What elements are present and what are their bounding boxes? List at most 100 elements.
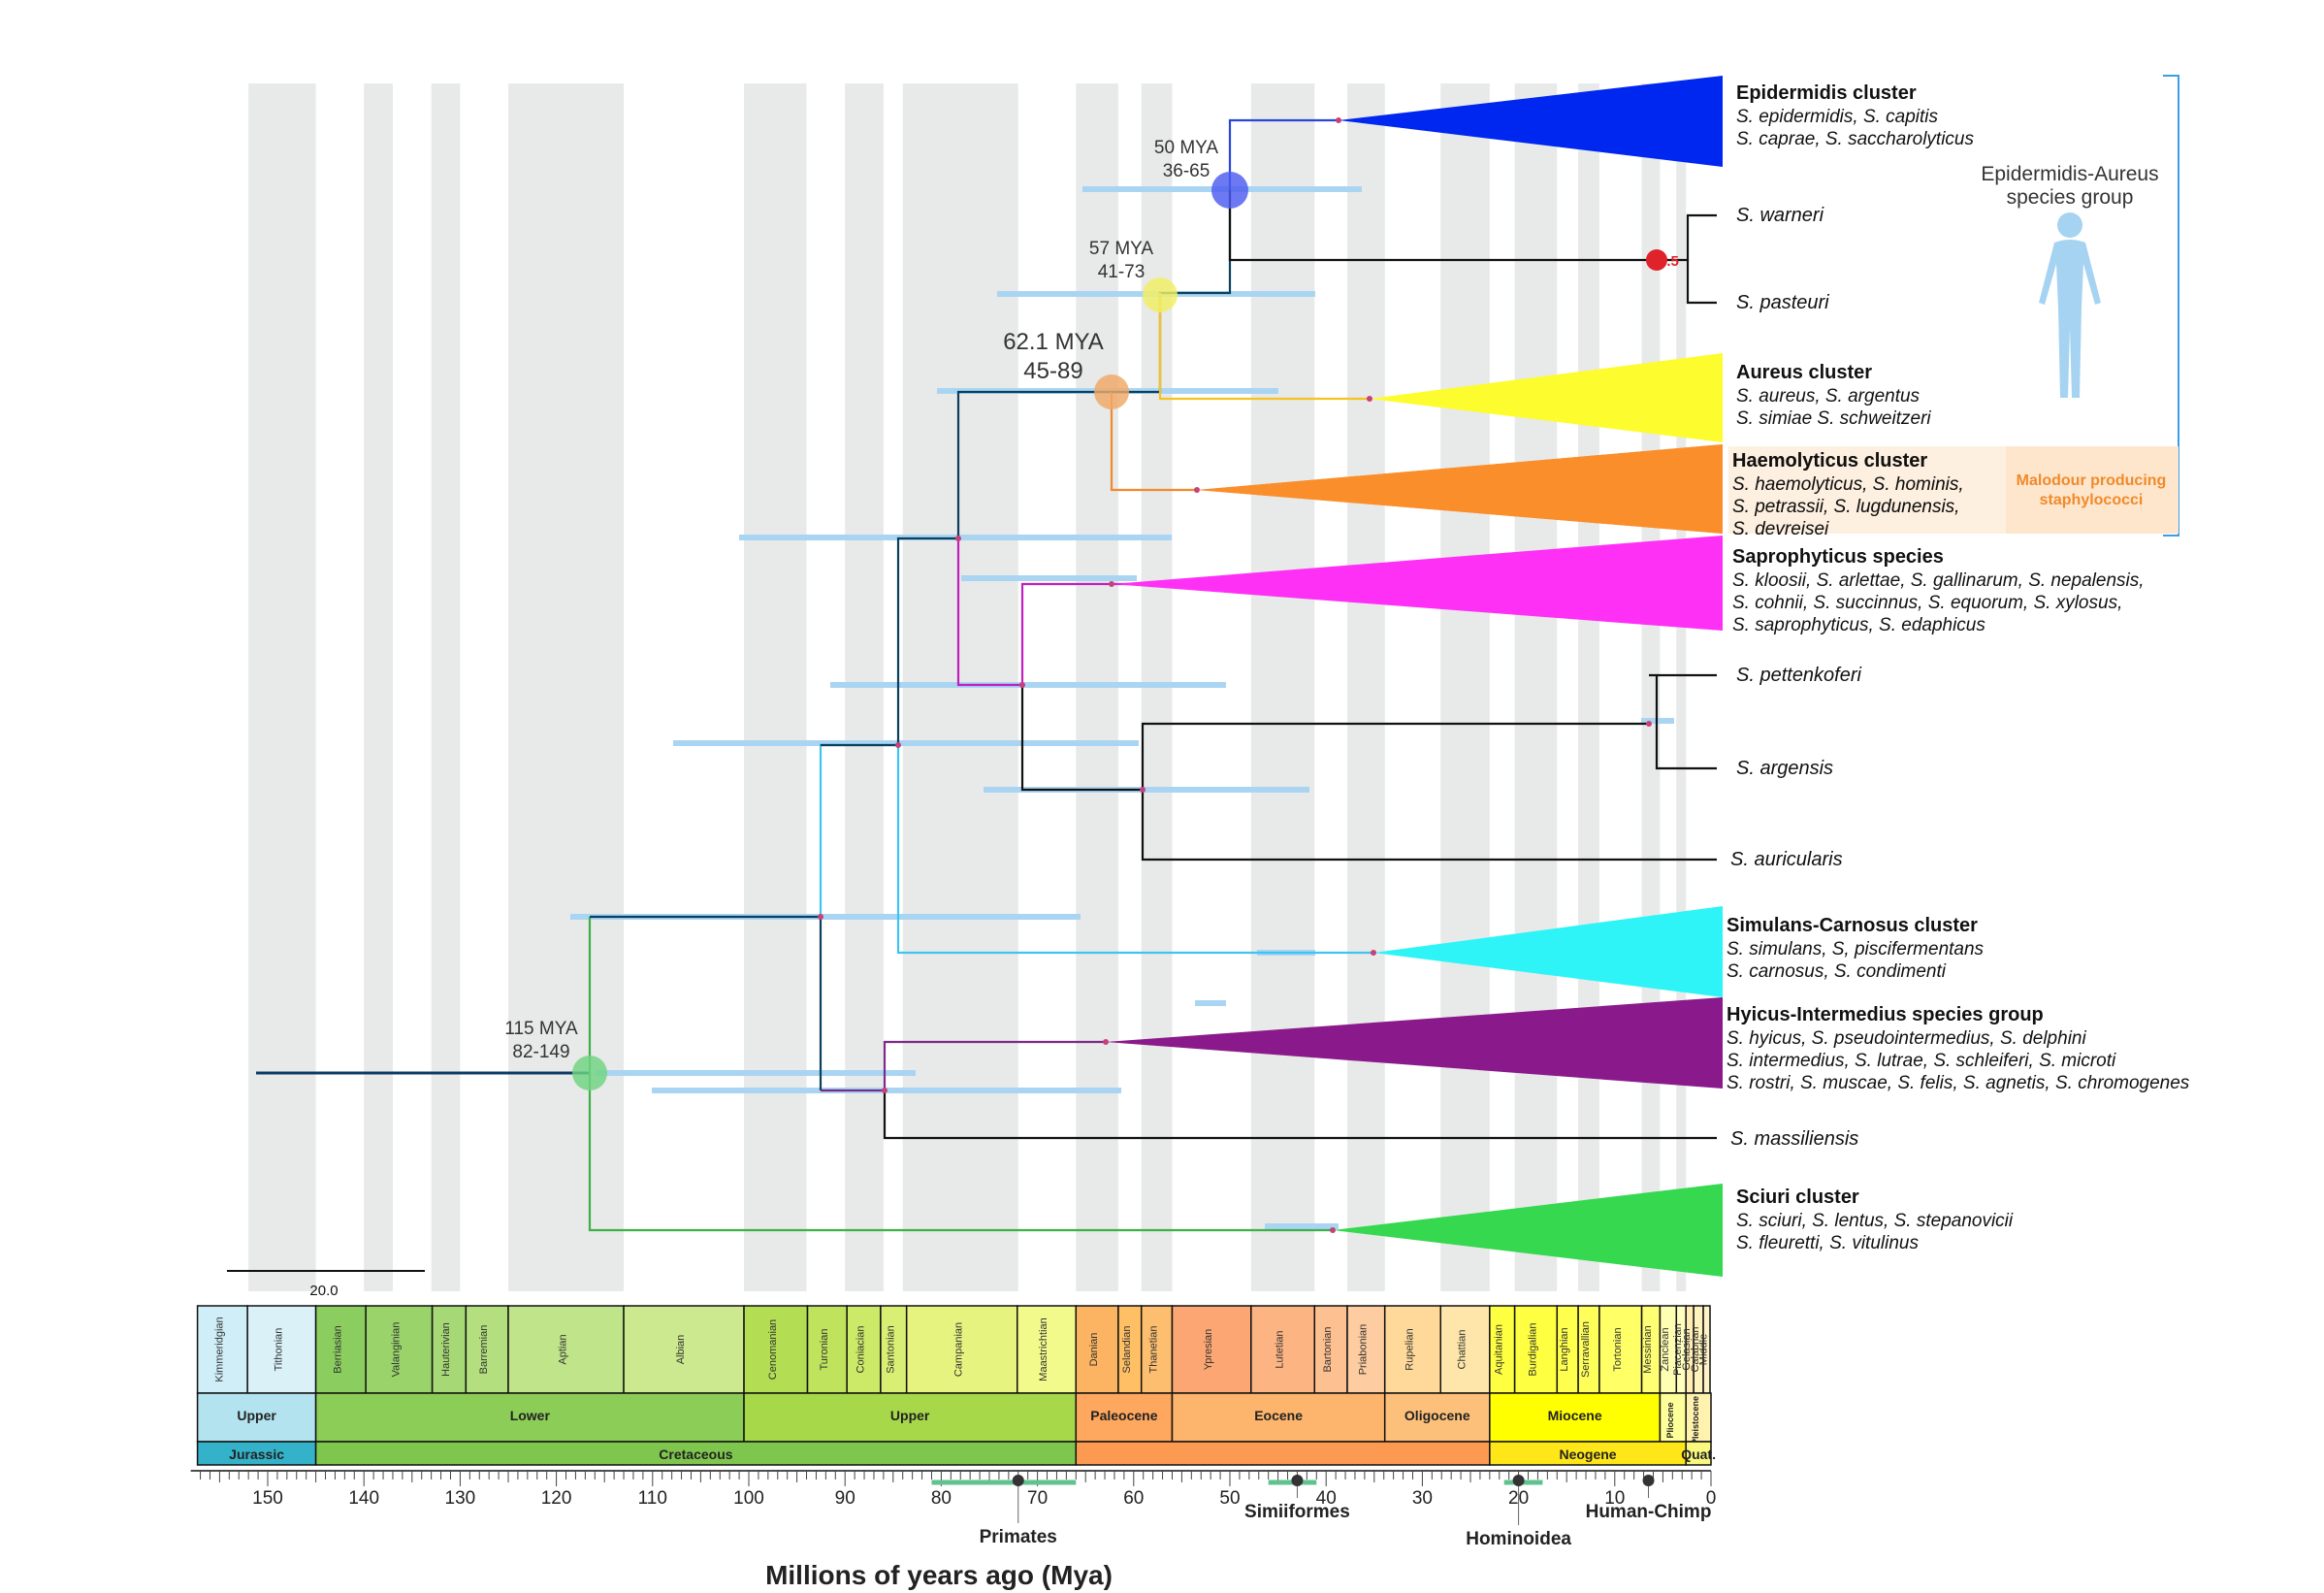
series-box	[1489, 1392, 1662, 1443]
clade-name: Simulans-Carnosus cluster	[1727, 915, 1978, 936]
calibration-point	[1512, 1475, 1525, 1486]
stage-box	[365, 1305, 434, 1394]
series-label: Paleocene	[1090, 1408, 1157, 1423]
clade-members: S. intermedius, S. lutrae, S. schleiferi…	[1727, 1051, 2116, 1071]
malodour-box	[2006, 446, 2179, 534]
axis-tick-label: 60	[1123, 1488, 1144, 1509]
clade-name: Saprophyticus species	[1732, 546, 1944, 568]
calibration-point	[1642, 1475, 1655, 1486]
axis-tick-label: 80	[931, 1488, 952, 1509]
series-label: Pleistocene	[1691, 1396, 1700, 1445]
series-box	[1171, 1392, 1386, 1443]
axis-tick-label: 120	[541, 1488, 572, 1509]
axis-tick-label: 30	[1412, 1488, 1433, 1509]
clade-members: S. fleuretti, S. vitulinus	[1736, 1233, 1919, 1253]
calibration-label: Primates	[980, 1527, 1057, 1547]
stage-box	[1439, 1305, 1491, 1394]
clade-triangle	[1370, 353, 1723, 442]
stage-label: Maastrichtian	[1038, 1317, 1049, 1381]
period-label: Cretaceous	[659, 1447, 732, 1462]
node-dot	[1330, 1227, 1336, 1233]
clade-members: S. petrassii, S. lugdunensis,	[1732, 497, 1959, 517]
clade-members: S. carnosus, S. condimenti	[1727, 961, 1947, 982]
clade-members: S. rostri, S. muscae, S. felis, S. agnet…	[1727, 1073, 2190, 1093]
branch	[1657, 213, 1717, 262]
stage-label: Campanian	[953, 1322, 965, 1377]
axis-tick-label: 90	[835, 1488, 855, 1509]
node-dot	[1371, 950, 1376, 956]
stage-box	[1017, 1305, 1078, 1394]
stage-label: Langhian	[1559, 1327, 1570, 1371]
node-age-label: 62.1 MYA	[1003, 329, 1104, 355]
stage-label: Serravallian	[1580, 1321, 1592, 1378]
stage-label: Turonian	[819, 1328, 830, 1370]
node-dot	[818, 914, 823, 920]
clade-members: S. haemolyticus, S. hominis,	[1732, 474, 1964, 495]
branch	[821, 1040, 1106, 1092]
stage-box	[1171, 1305, 1252, 1394]
stage-label: Messinian	[1642, 1325, 1654, 1374]
stage-box	[1250, 1305, 1316, 1394]
clade-triangle	[1112, 536, 1723, 631]
node-age-range: 45-89	[1023, 358, 1082, 384]
branch	[588, 917, 1333, 1232]
period-box	[196, 1441, 317, 1466]
stage-label: Aptian	[558, 1334, 569, 1364]
stage-label: Gelasian	[1681, 1328, 1693, 1370]
node-circle	[1094, 374, 1129, 409]
stage-label: Albian	[675, 1335, 687, 1365]
node-circle	[1143, 277, 1178, 312]
stage-label: Thanetian	[1148, 1326, 1160, 1374]
node-dot	[1103, 1039, 1109, 1045]
human-body-shape	[2039, 240, 2101, 398]
axis-tick-label: 40	[1316, 1488, 1337, 1509]
stage-label: Cenomanian	[767, 1319, 779, 1380]
stage-label: Tithonian	[273, 1328, 284, 1372]
node-dot	[955, 536, 961, 541]
node-dot	[1019, 682, 1025, 688]
series-box	[743, 1392, 1078, 1443]
age-band	[1578, 83, 1599, 1291]
period-box	[1685, 1441, 1712, 1466]
series-box	[1075, 1392, 1174, 1443]
node-age-range: 41-73	[1098, 262, 1146, 282]
clade-triangle-overlay	[1197, 444, 1723, 534]
stage-label: Barremian	[478, 1325, 490, 1375]
axis-tick-label: 140	[348, 1488, 379, 1509]
clade-name: Sciuri cluster	[1736, 1187, 1859, 1208]
stage-label: Zanclean	[1660, 1327, 1671, 1371]
stage-label: Danian	[1088, 1333, 1100, 1367]
stage-label: Coniacian	[855, 1326, 867, 1374]
clade-members: S. devreisei	[1732, 519, 1829, 539]
stage-box	[1313, 1305, 1348, 1394]
malodour-label: staphylococci	[2040, 492, 2144, 508]
age-band	[364, 83, 393, 1291]
age-band	[744, 83, 807, 1291]
species-group-bracket	[2163, 75, 2179, 536]
stage-label: Tortonian	[1612, 1327, 1624, 1371]
period-box	[1075, 1441, 1491, 1466]
stage-label: Lutetian	[1275, 1330, 1286, 1368]
stage-label: Aquitanian	[1494, 1324, 1505, 1375]
period-box	[1489, 1441, 1687, 1466]
series-label: Lower	[510, 1408, 551, 1423]
stage-label: Bartonian	[1322, 1326, 1334, 1372]
human-head-shape	[2057, 212, 2082, 238]
series-label: Pliocene	[1665, 1402, 1675, 1438]
series-label: Miocene	[1548, 1408, 1602, 1423]
branch	[821, 536, 958, 747]
clade-members: S. cohnii, S. succinnus, S. equorum, S. …	[1732, 593, 2122, 613]
taxon-label: S. massiliensis	[1730, 1128, 1858, 1150]
series-label: Eocene	[1254, 1408, 1303, 1423]
stage-box	[1140, 1305, 1174, 1394]
stage-box	[1489, 1305, 1516, 1394]
stage-label: Middle	[1698, 1334, 1710, 1365]
taxon-label: S. warneri	[1736, 205, 1824, 226]
axis-tick-label: 100	[733, 1488, 764, 1509]
calibration-point	[1291, 1475, 1304, 1486]
node-age-label: 50 MYA	[1154, 138, 1219, 158]
